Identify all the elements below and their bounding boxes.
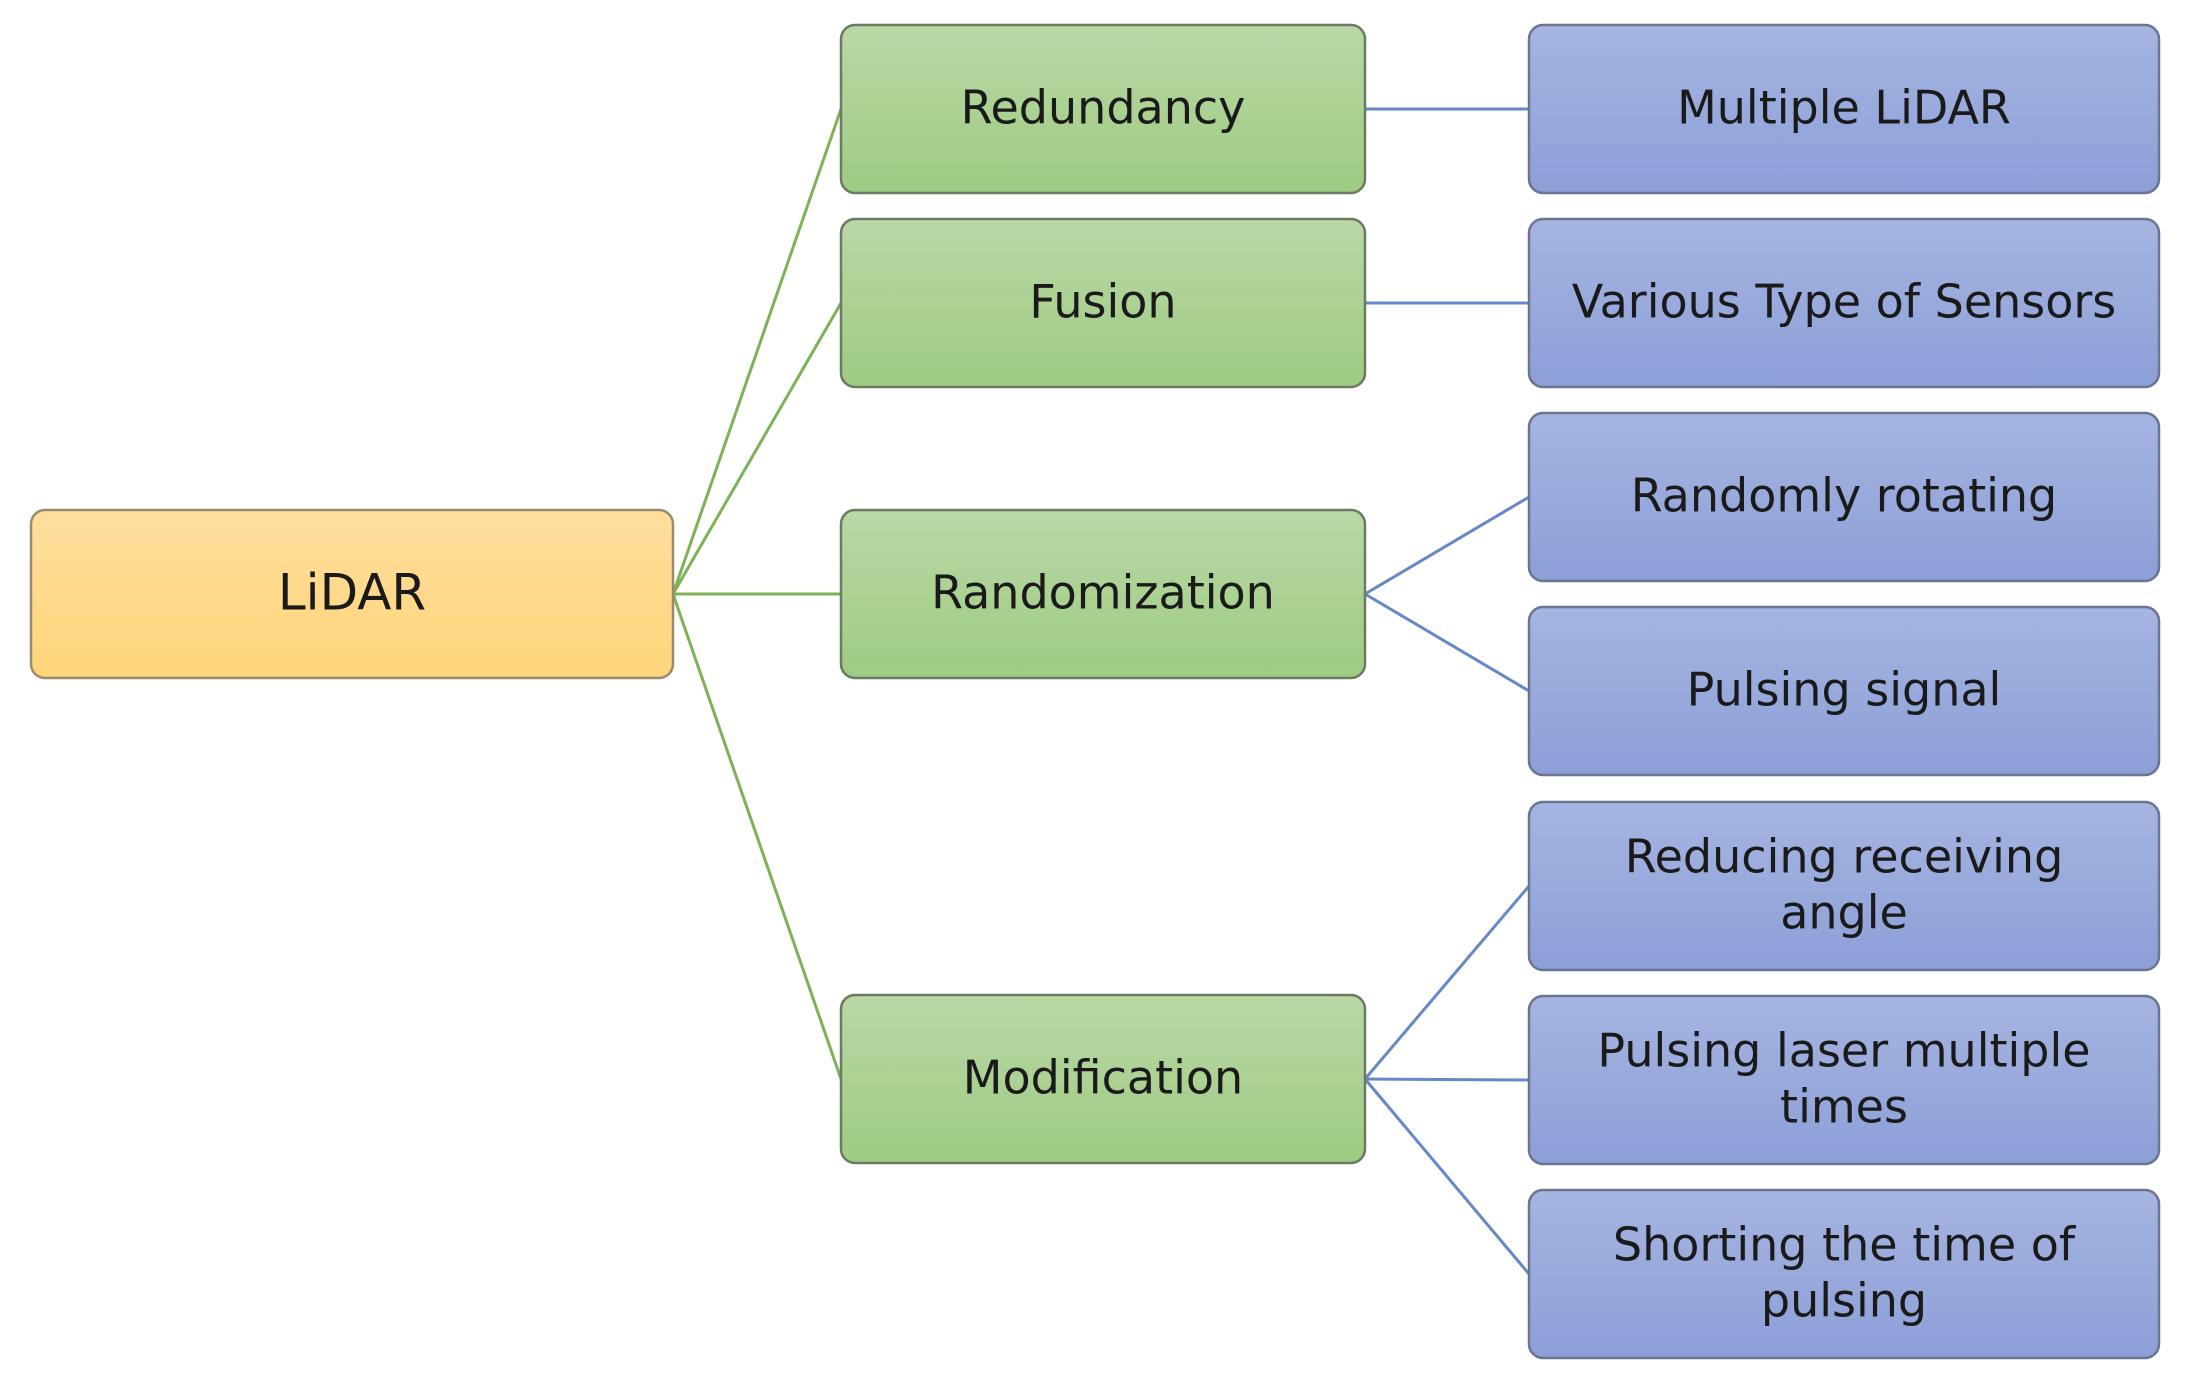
method-node-randomly-rotating: Randomly rotating [1527, 411, 2161, 583]
connector-modification-shorting-time [1363, 1078, 1531, 1275]
method-node-pulsing-signal-label: Pulsing signal [1687, 663, 2002, 717]
category-node-modification-label: Modification [963, 1051, 1243, 1105]
method-node-randomly-rotating-box [1527, 411, 2161, 583]
method-node-pulsing-multiple-label: times [1780, 1080, 1908, 1134]
method-node-pulsing-signal: Pulsing signal [1527, 605, 2161, 777]
category-node-redundancy-box [839, 23, 1367, 195]
method-node-randomly-rotating-label: Randomly rotating [1631, 469, 2058, 523]
category-node-redundancy: Redundancy [839, 23, 1367, 195]
method-node-various-sensors: Various Type of Sensors [1527, 217, 2161, 389]
method-node-reducing-angle-label: angle [1780, 886, 1908, 940]
category-node-randomization-box [839, 508, 1367, 680]
connector-root-fusion [671, 302, 843, 595]
category-node-randomization: Randomization [839, 508, 1367, 680]
method-node-pulsing-multiple-box [1527, 994, 2161, 1166]
root-node-lidar-label: LiDAR [278, 564, 426, 622]
method-node-pulsing-multiple-label: Pulsing laser multiple [1597, 1024, 2090, 1078]
category-node-redundancy-label: Redundancy [961, 81, 1246, 135]
method-node-multiple-lidar-label: Multiple LiDAR [1677, 81, 2011, 135]
method-node-reducing-angle-box [1527, 800, 2161, 972]
method-node-shorting-time-label: Shorting the time of [1613, 1218, 2077, 1272]
category-node-randomization-label: Randomization [931, 566, 1275, 620]
method-node-shorting-time-label: pulsing [1761, 1274, 1927, 1328]
category-node-fusion: Fusion [839, 217, 1367, 389]
method-node-various-sensors-label: Various Type of Sensors [1572, 275, 2117, 329]
connector-randomization-pulsing-signal [1364, 592, 1530, 693]
connector-modification-reducing-angle [1363, 885, 1531, 1080]
method-node-multiple-lidar-box [1527, 23, 2161, 195]
diagram-nodes: LiDAR Redundancy Multiple LiDAR Fusion Vario… [29, 23, 2161, 1360]
method-node-reducing-angle-label: Reducing receiving [1625, 830, 2064, 884]
method-node-multiple-lidar: Multiple LiDAR [1527, 23, 2161, 195]
root-node-lidar-box [29, 508, 675, 680]
root-node-lidar: LiDAR [29, 508, 675, 680]
category-node-modification-box [839, 993, 1367, 1165]
category-node-fusion-box [839, 217, 1367, 389]
category-node-fusion-label: Fusion [1029, 275, 1176, 329]
method-node-pulsing-signal-box [1527, 605, 2161, 777]
connector-lines [671, 107, 1531, 1275]
category-node-modification: Modification [839, 993, 1367, 1165]
method-node-shorting-time-box [1527, 1188, 2161, 1360]
connector-root-modification [671, 593, 843, 1080]
connector-modification-pulsing-multiple [1364, 1077, 1530, 1082]
connector-randomization-randomly-rotating [1364, 495, 1530, 596]
connector-root-redundancy [671, 108, 843, 595]
method-node-various-sensors-box [1527, 217, 2161, 389]
